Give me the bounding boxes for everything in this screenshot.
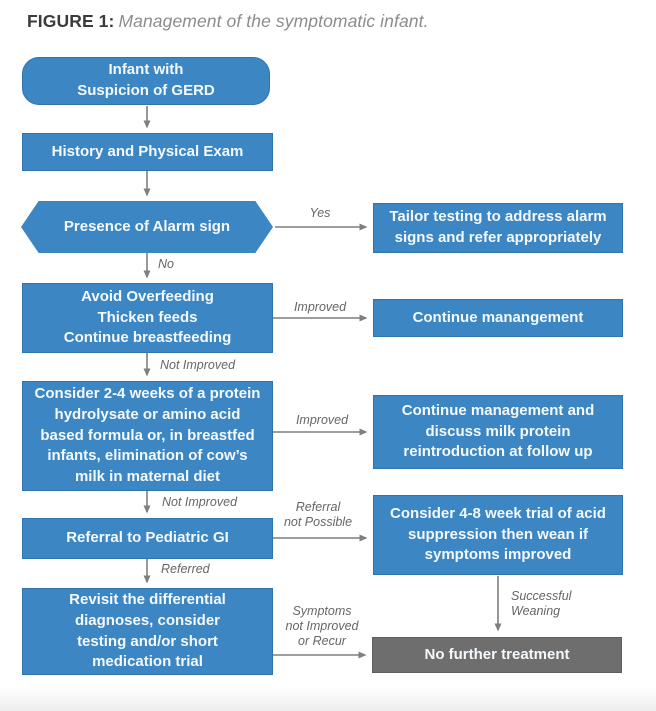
edge-label-yes: Yes <box>309 206 331 220</box>
edge-label-no: No <box>158 257 174 271</box>
node-protein-hydrolysate: Consider 2-4 weeks of a protein hydrolys… <box>22 381 273 491</box>
node-revisit-differential: Revisit the differential diagnoses, cons… <box>22 588 273 675</box>
node-no-further-treatment: No further treatment <box>372 637 622 673</box>
node-acid-suppression-trial: Consider 4-8 week trial of acid suppress… <box>373 495 623 575</box>
edge-label-improved-1: Improved <box>293 300 347 314</box>
edge-label-successful-weaning: Successful Weaning <box>511 589 572 618</box>
node-referral-gi: Referral to Pediatric GI <box>22 518 273 559</box>
node-history-exam: History and Physical Exam <box>22 133 273 171</box>
edge-label-referred: Referred <box>161 562 210 576</box>
figure-label: FIGURE 1: <box>27 11 115 31</box>
edge-label-not-improved-1: Not Improved <box>160 358 236 372</box>
node-infant-gerd: Infant with Suspicion of GERD <box>22 57 270 105</box>
decision-alarm-sign: Presence of Alarm sign <box>21 201 273 253</box>
edge-label-improved-2: Improved <box>295 413 349 427</box>
edge-label-not-improved-2: Not Improved <box>162 495 238 509</box>
node-tailor-testing: Tailor testing to address alarm signs an… <box>373 203 623 253</box>
node-conservative-measures: Avoid Overfeeding Thicken feeds Continue… <box>22 283 273 353</box>
page-bottom-fade <box>0 687 656 711</box>
node-continue-reintroduction: Continue management and discuss milk pro… <box>373 395 623 469</box>
node-continue-management: Continue manangement <box>373 299 623 337</box>
figure-title: FIGURE 1:Management of the symptomatic i… <box>27 11 429 32</box>
figure-caption: Management of the symptomatic infant. <box>118 11 429 31</box>
edge-label-symptoms-recur: Symptoms not Improved or Recur <box>285 604 359 648</box>
edge-label-referral-not-possible: Referral not Possible <box>283 500 353 529</box>
